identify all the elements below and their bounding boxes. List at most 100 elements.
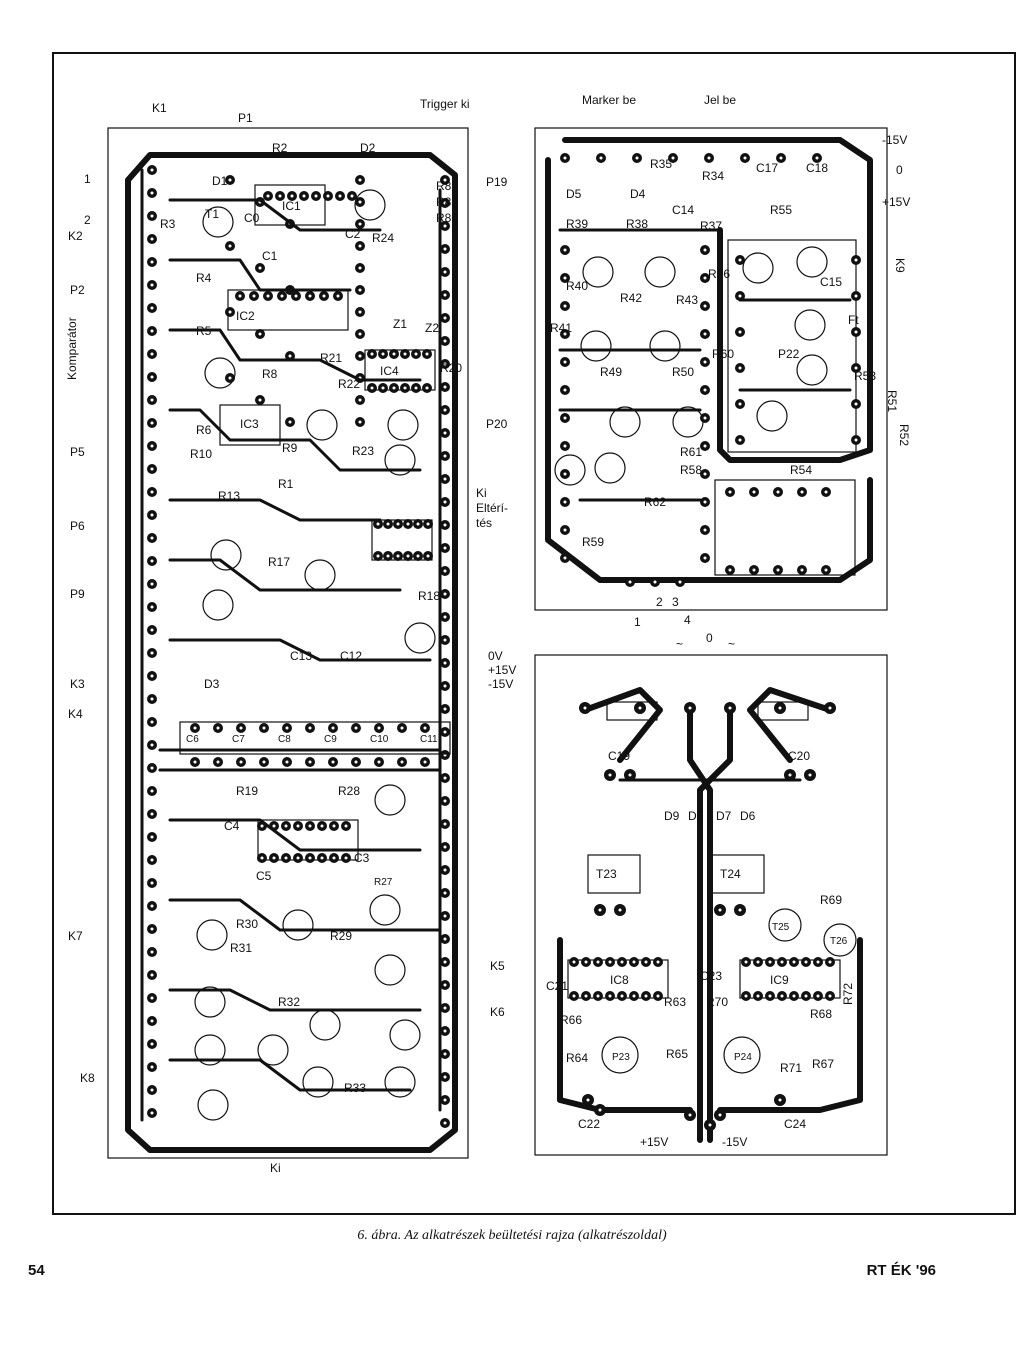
pad-hole: [443, 868, 447, 872]
figure-caption: 6. ábra. Az alkatrészek beültetési rajza…: [357, 1228, 667, 1243]
pad-hole: [344, 824, 348, 828]
label-d1: D1: [212, 174, 228, 188]
pad-hole: [302, 194, 306, 198]
journal-name: RT ÉK '96: [866, 1262, 936, 1279]
pad-hole: [358, 266, 362, 270]
transistor-outline: [554, 454, 586, 486]
pad-hole: [280, 294, 284, 298]
pad-hole: [150, 789, 154, 793]
pad-hole: [653, 580, 657, 584]
figure-frame: [52, 52, 1016, 1215]
label-jel-be: Jel be: [704, 93, 736, 107]
pad-hole: [308, 760, 312, 764]
pad-hole: [804, 994, 808, 998]
pad-hole: [443, 638, 447, 642]
label-switch-pos-1: 1: [634, 615, 641, 629]
label-d2: D2: [360, 141, 376, 155]
right-top-resistor-bank: [714, 479, 856, 576]
transistor-outline: [796, 354, 828, 386]
pad-hole: [150, 444, 154, 448]
pad-hole: [632, 994, 636, 998]
pad-hole: [804, 960, 808, 964]
label-r68: R68: [810, 1007, 832, 1021]
label-r39: R39: [566, 217, 588, 231]
transistor-t25: [768, 908, 802, 942]
label-r64: R64: [566, 1051, 588, 1065]
pad-hole: [386, 554, 390, 558]
pad-hole: [278, 194, 282, 198]
trace: [168, 638, 432, 662]
pad-hole: [744, 994, 748, 998]
label-r5: R5: [196, 324, 212, 338]
label-r33: R33: [344, 1081, 366, 1095]
pad-hole: [563, 332, 567, 336]
pad-hole: [332, 856, 336, 860]
pad-hole: [443, 339, 447, 343]
pad-hole: [618, 908, 622, 912]
pad-hole: [320, 824, 324, 828]
pad-hole: [403, 352, 407, 356]
label-r13: R13: [218, 489, 240, 503]
label-p9: P9: [70, 587, 85, 601]
pad-hole: [150, 283, 154, 287]
transistor-outline: [197, 1089, 229, 1121]
pad-hole: [426, 554, 430, 558]
pad-hole: [150, 628, 154, 632]
pad-hole: [354, 760, 358, 764]
pad-hole: [738, 908, 742, 912]
pad-hole: [443, 477, 447, 481]
pad-hole: [331, 726, 335, 730]
label-k3: K3: [70, 677, 85, 691]
label-ic8: IC8: [610, 973, 629, 987]
pad-hole: [756, 960, 760, 964]
label-p22: R52: [897, 424, 911, 446]
pad-hole: [671, 156, 675, 160]
pad-hole: [332, 824, 336, 828]
label-c9: C9: [324, 734, 337, 745]
label-p5: P5: [70, 445, 85, 459]
transistor-outline: [306, 409, 338, 441]
label-c6: C6: [186, 734, 199, 745]
pad-hole: [563, 444, 567, 448]
label-r9: R9: [282, 441, 298, 455]
label-c4: C4: [224, 819, 240, 833]
pad-hole: [443, 707, 447, 711]
resistor-body: [606, 701, 658, 721]
label-r65: R65: [666, 1047, 688, 1061]
right-top-pads: [560, 153, 861, 587]
label-ac-left: ~: [676, 637, 683, 651]
pad-hole: [443, 845, 447, 849]
pad-hole: [216, 760, 220, 764]
pad-hole: [193, 726, 197, 730]
pad-hole: [338, 194, 342, 198]
pad-hole: [150, 398, 154, 402]
pad-hole: [260, 824, 264, 828]
label-r38: R38: [626, 217, 648, 231]
label-marker-be: Marker be: [582, 93, 636, 107]
pad-hole: [400, 726, 404, 730]
pad-hole: [703, 276, 707, 280]
label-ki: Ki: [476, 486, 487, 500]
pad-hole: [780, 960, 784, 964]
label-ic4: IC4: [380, 364, 399, 378]
pad-hole: [443, 592, 447, 596]
label-r19: R19: [236, 784, 258, 798]
pad-hole: [776, 568, 780, 572]
pad-hole: [656, 994, 660, 998]
right-bottom-board-outline: [534, 654, 888, 1156]
pad-hole: [443, 454, 447, 458]
pad-hole: [296, 824, 300, 828]
label-r66: R66: [560, 1013, 582, 1027]
pad-hole: [258, 332, 262, 336]
pad-hole: [284, 856, 288, 860]
pad-hole: [376, 554, 380, 558]
pad-hole: [322, 294, 326, 298]
pad-hole: [150, 720, 154, 724]
label-0v: 0V: [488, 649, 503, 663]
label-r62: R51: [885, 390, 899, 412]
pad-hole: [150, 260, 154, 264]
pad-hole: [824, 568, 828, 572]
label-k8: K8: [80, 1071, 95, 1085]
transistor-outline: [304, 559, 336, 591]
